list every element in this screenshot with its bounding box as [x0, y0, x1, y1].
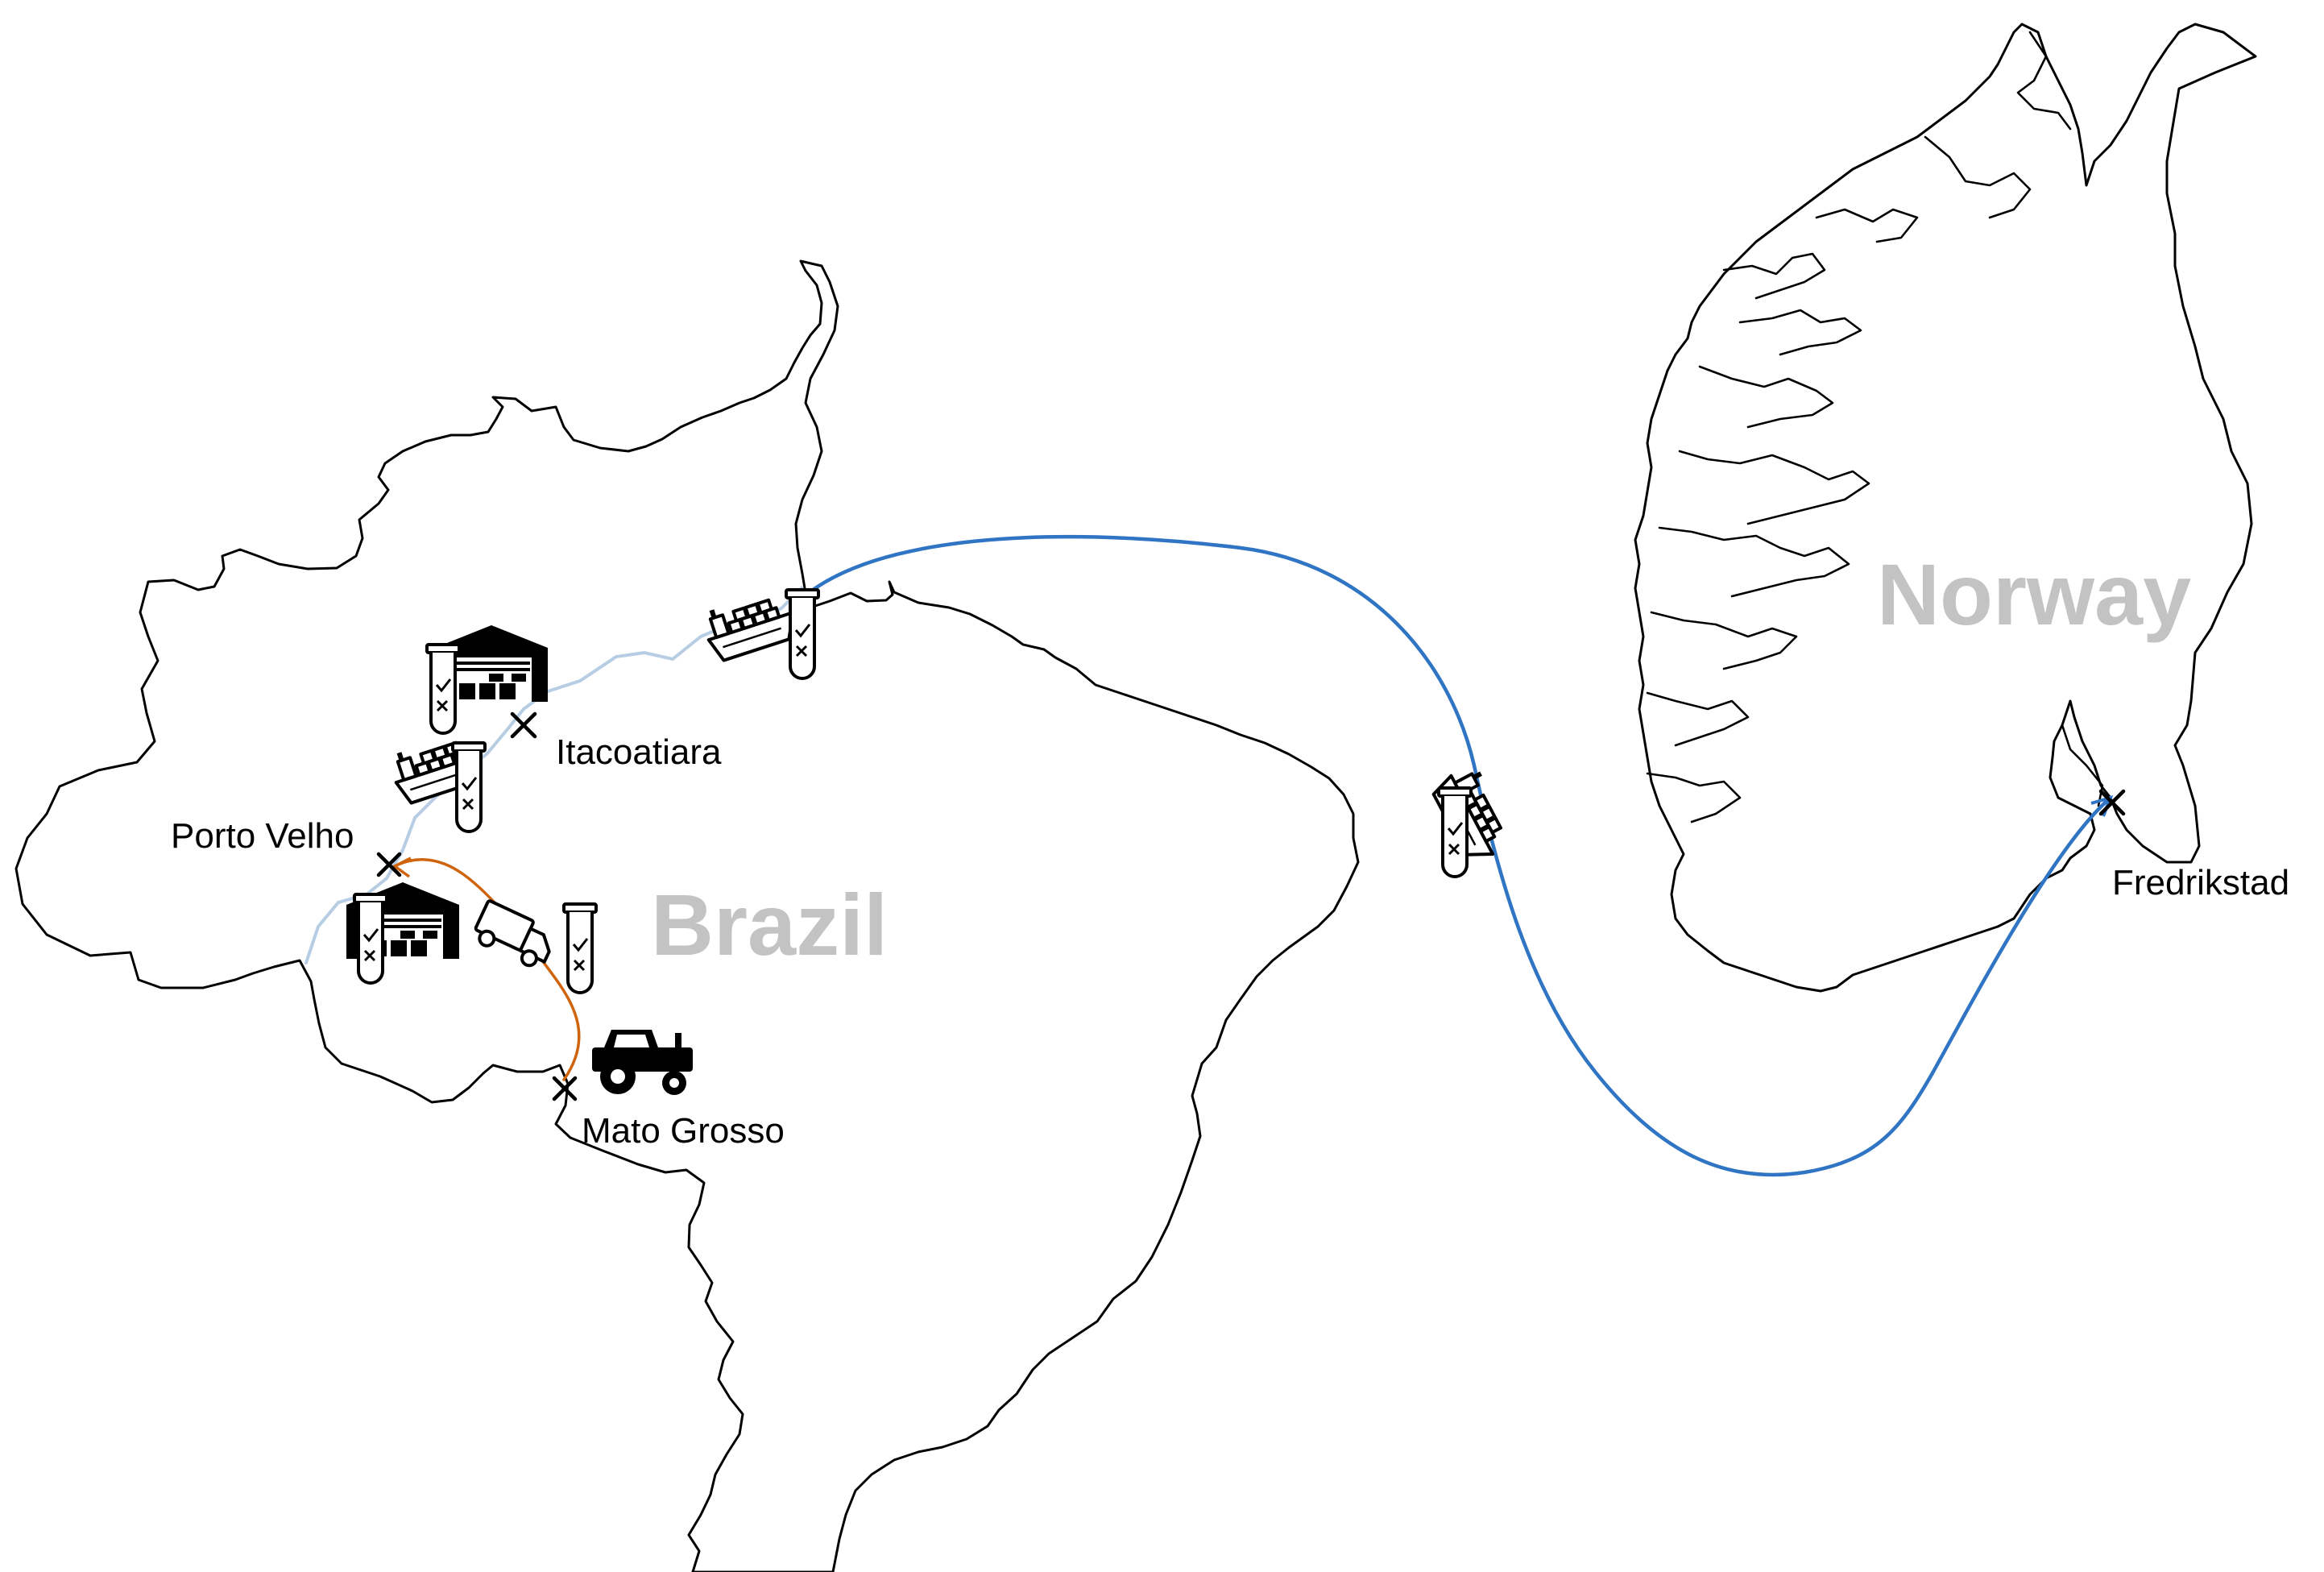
truck-route-arrowhead — [391, 857, 412, 878]
place-label-itacoatiara: Itacoatiara — [556, 732, 722, 772]
place-label-porto-velho: Porto Velho — [171, 816, 354, 856]
brazil-shape — [14, 259, 1360, 1572]
test-tube-icon — [562, 902, 598, 994]
fredrikstad-cross-icon — [2098, 789, 2126, 816]
test-tube-icon — [1437, 786, 1473, 878]
test-tube-icon — [785, 588, 820, 680]
place-label-fredrikstad: Fredrikstad — [2112, 863, 2289, 902]
test-tube-icon — [353, 893, 388, 985]
itacoatiara-cross-icon — [510, 711, 537, 739]
test-tube-icon — [425, 643, 461, 735]
sea-route — [807, 534, 2113, 1177]
place-label-mato-grosso: Mato Grosso — [582, 1111, 785, 1151]
porto-velho-cross-icon — [376, 852, 402, 877]
mato-grosso-cross-icon — [552, 1076, 578, 1101]
country-label-norway: Norway — [1877, 545, 2191, 643]
test-tube-icon — [451, 741, 487, 833]
country-label-brazil: Brazil — [651, 876, 888, 973]
norway-shape — [1634, 23, 2257, 993]
